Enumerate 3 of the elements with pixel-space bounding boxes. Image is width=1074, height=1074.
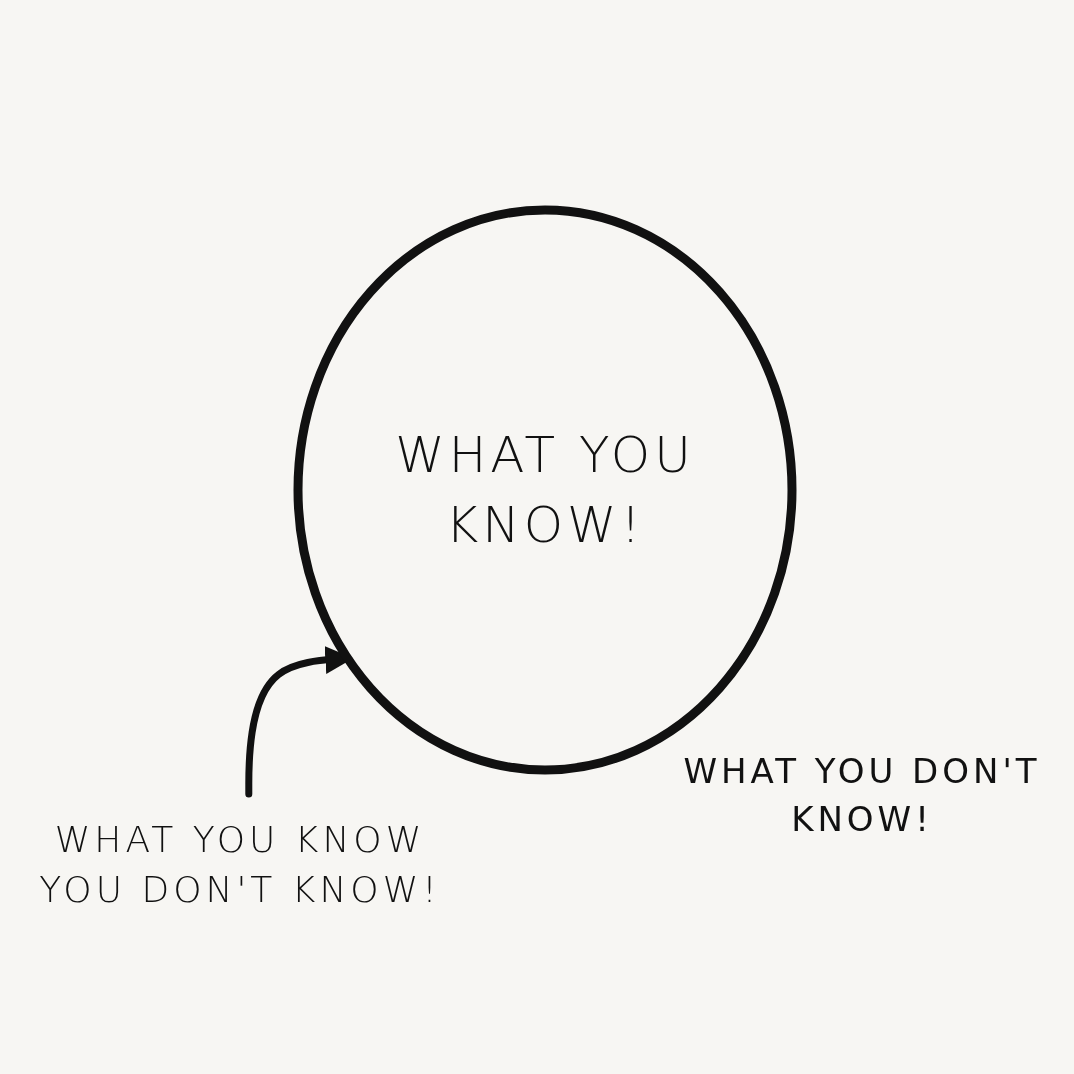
circle-label: WHAT YOU KNOW! <box>394 425 696 556</box>
region-label: WHAT YOU DON'T KNOW! <box>682 750 1042 841</box>
callout-text: WHAT YOU KNOW YOU DON'T KNOW! <box>38 817 442 912</box>
